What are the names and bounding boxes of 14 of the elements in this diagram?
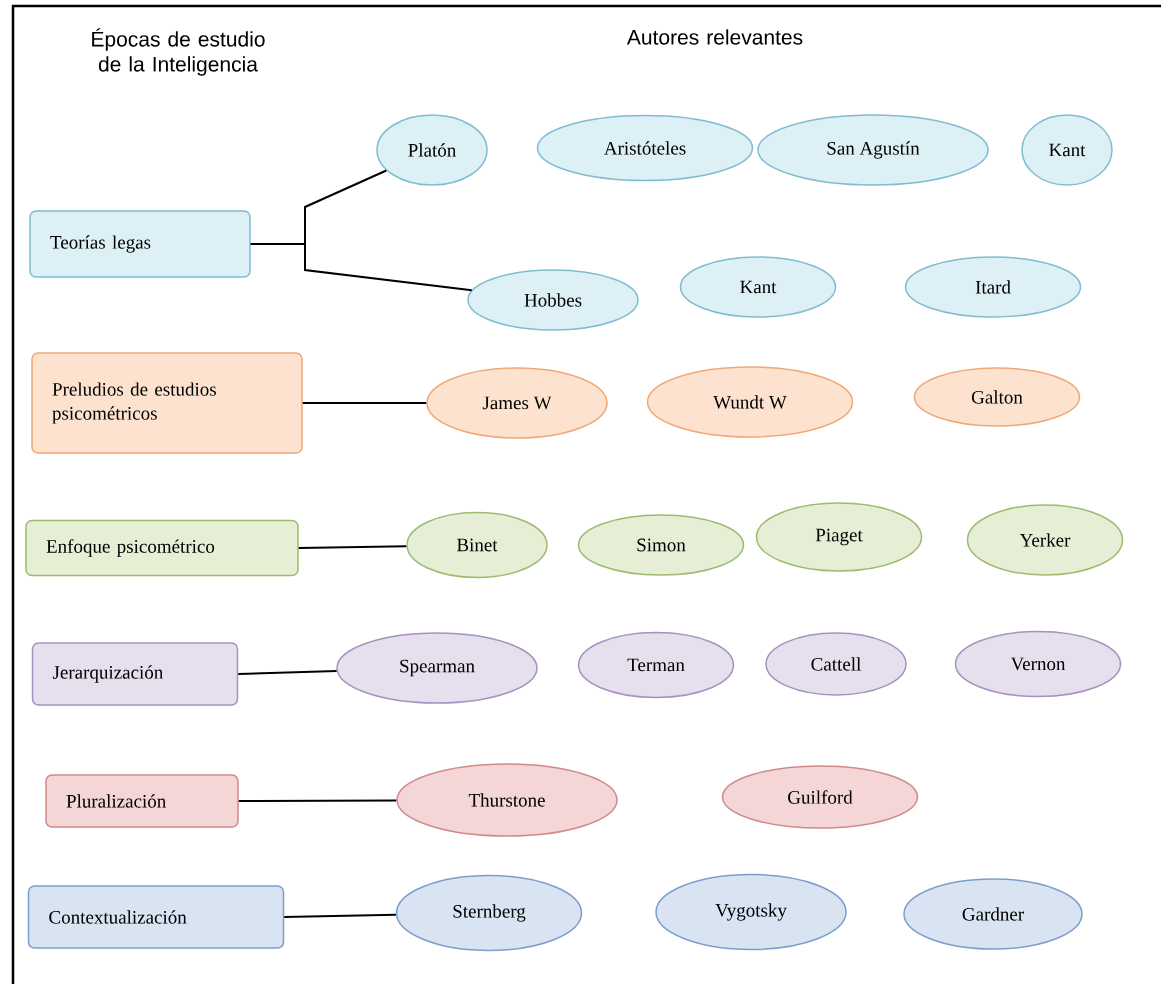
- connector-line: [249, 243, 473, 292]
- heading: Épocas de estudio de la Inteligencia: [92, 28, 265, 76]
- column-heading: Autores relevantes: [626, 29, 803, 45]
- connector-line: [297, 545, 408, 549]
- connector-line: [283, 913, 397, 918]
- category-box: Preludios de estudios psicométricos: [31, 352, 303, 454]
- connector-line: [237, 799, 398, 802]
- connector-line: [301, 402, 428, 404]
- category-box: Teorías legas: [29, 210, 251, 278]
- category-box: Pluralización: [45, 774, 239, 828]
- category-box: Contextualización: [27, 885, 285, 949]
- connector-line: [237, 670, 338, 675]
- category-box: Enfoque psicométrico: [25, 519, 299, 577]
- category-box: Jerarquización: [31, 642, 239, 706]
